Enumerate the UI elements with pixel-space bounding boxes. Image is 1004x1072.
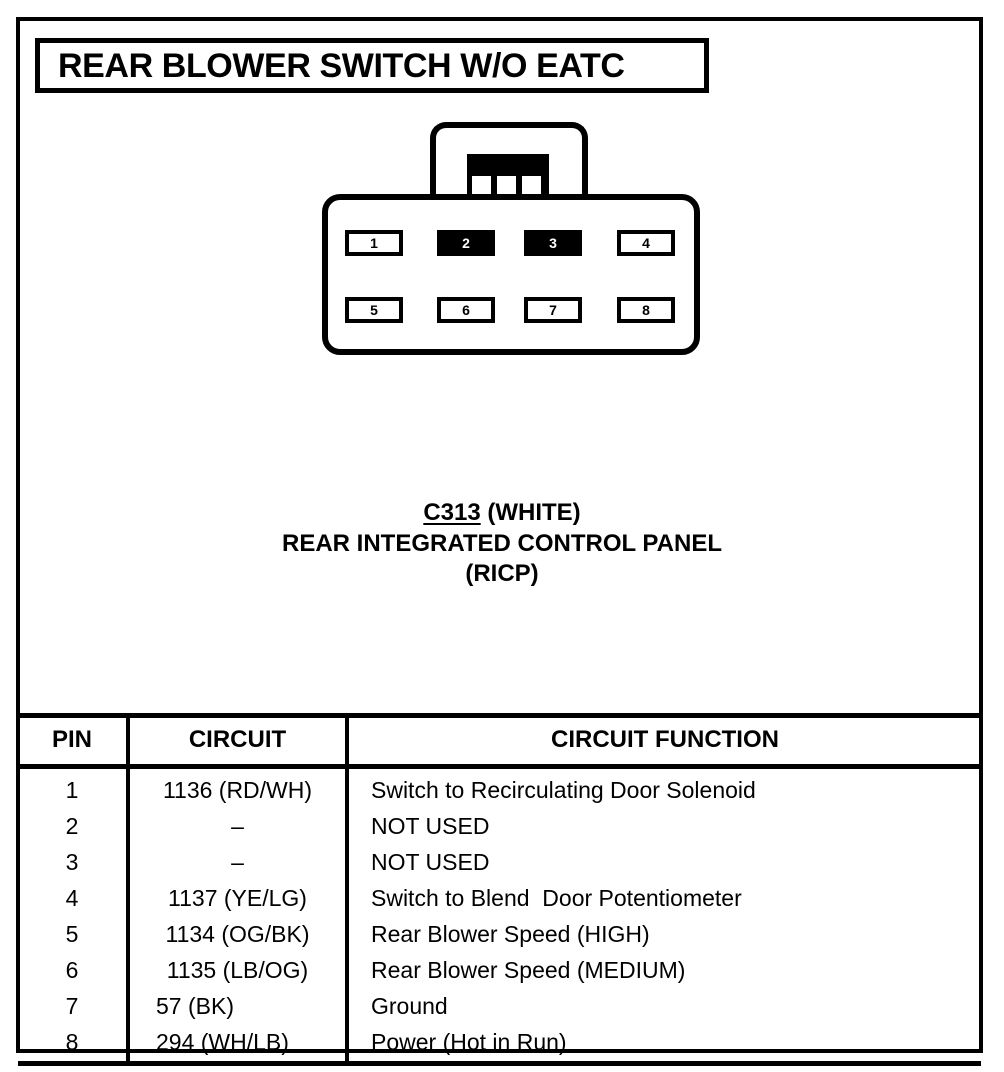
- cell-pin: 7: [18, 989, 130, 1025]
- cell-function: Switch to Blend Door Potentiometer: [371, 885, 742, 911]
- connector-name: REAR INTEGRATED CONTROL PANEL: [281, 529, 722, 557]
- cell-pin: 4: [18, 881, 130, 917]
- header-function: CIRCUIT FUNCTION: [347, 713, 981, 769]
- cell-pin: 5: [18, 917, 130, 953]
- cell-function: NOT USED: [371, 813, 490, 839]
- cell-circuit: 1137 (YE/LG): [128, 881, 349, 917]
- cell-circuit: 1136 (RD/WH): [128, 766, 349, 809]
- cell-circuit: 1135 (LB/OG): [128, 953, 349, 989]
- cell-function: Power (Hot in Run): [347, 1025, 981, 1066]
- cell-circuit: 1134 (OG/BK): [128, 917, 349, 953]
- cell-function: Rear Blower Speed (HIGH): [371, 921, 650, 947]
- header-pin: PIN: [18, 713, 130, 769]
- header-circuit: CIRCUIT: [128, 713, 349, 769]
- cell-circuit: 294 (WH/LB): [128, 1025, 349, 1066]
- cell-function: Ground: [371, 993, 448, 1019]
- cell-pin: 2: [18, 809, 130, 845]
- table-row: 2–NOT USED: [18, 809, 981, 845]
- table-row: 3–NOT USED: [18, 845, 981, 881]
- cell-function: Switch to Recirculating Door Solenoid: [371, 777, 756, 803]
- cell-function: Rear Blower Speed (MEDIUM): [371, 957, 686, 983]
- connector-code-line: C313 (WHITE): [0, 498, 1004, 529]
- cell-function: NOT USED: [371, 849, 490, 875]
- connector-code: C313: [423, 499, 481, 526]
- cell-pin: 1: [18, 766, 130, 809]
- cell-pin: 8: [18, 1025, 130, 1066]
- title-box: REAR BLOWER SWITCH W/O EATC: [35, 38, 709, 93]
- table-header: PIN CIRCUIT CIRCUIT FUNCTION: [18, 713, 981, 769]
- cell-circuit: 57 (BK): [128, 989, 349, 1025]
- page-title: REAR BLOWER SWITCH W/O EATC: [58, 46, 625, 85]
- cell-pin: 6: [18, 953, 130, 989]
- cell-circuit: –: [128, 845, 349, 881]
- connector-abbreviation: (RICP): [465, 560, 539, 588]
- connector-color: (WHITE): [487, 499, 581, 526]
- table-header-row: PIN CIRCUIT CIRCUIT FUNCTION: [18, 713, 981, 769]
- connector-caption: C313 (WHITE) REAR INTEGRATED CONTROL PAN…: [0, 498, 1004, 590]
- cell-pin: 3: [18, 845, 130, 881]
- cell-circuit: –: [128, 809, 349, 845]
